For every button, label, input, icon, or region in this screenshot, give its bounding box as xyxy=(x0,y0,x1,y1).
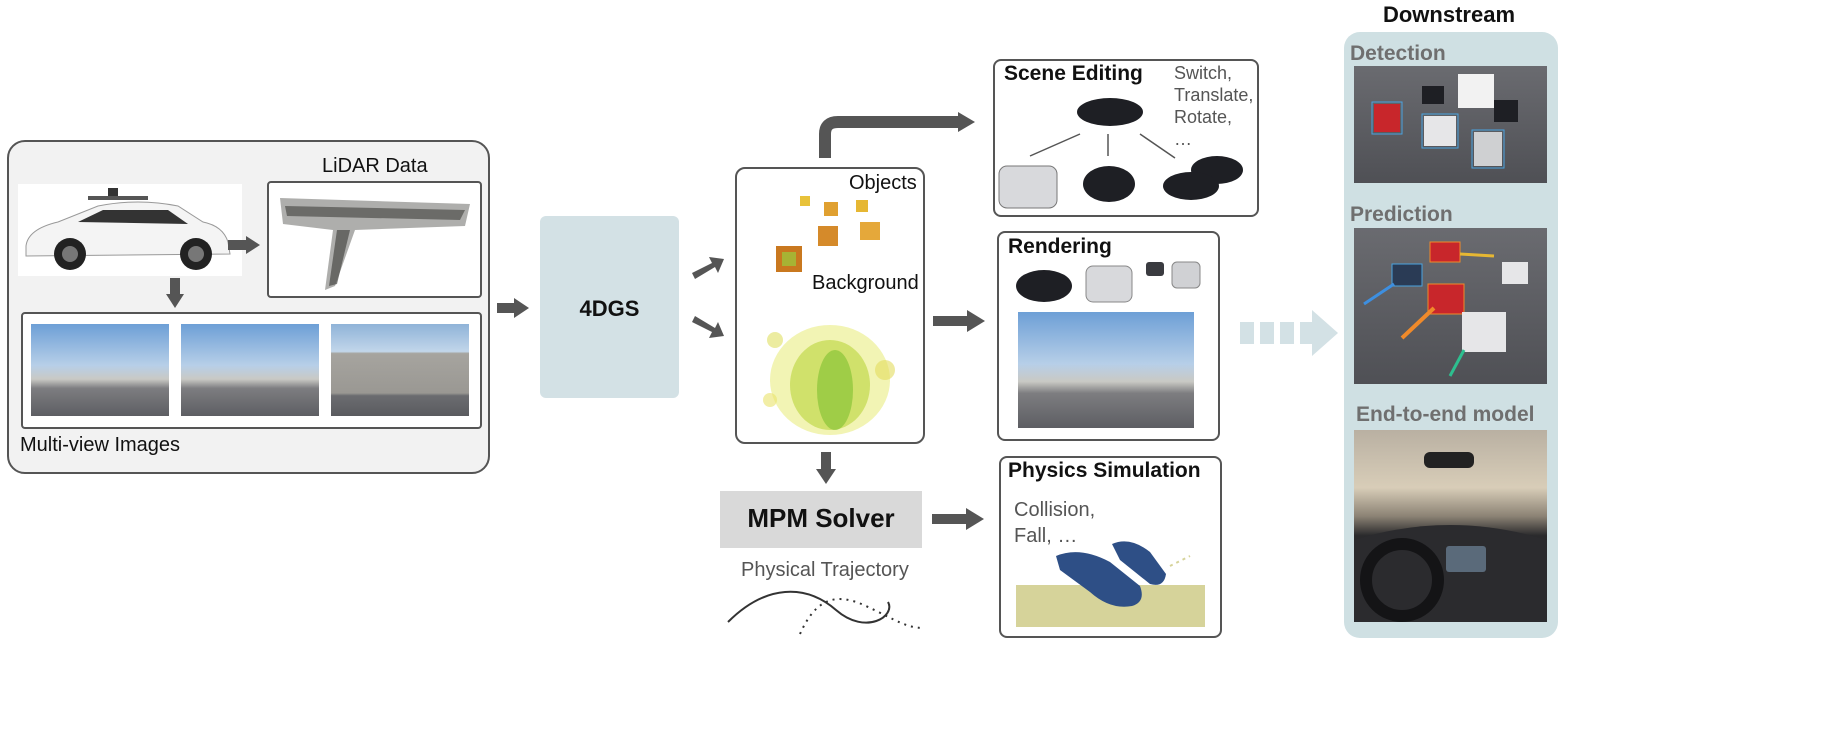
physics-title: Physics Simulation xyxy=(1008,459,1201,482)
task-prediction-label: Prediction xyxy=(1350,203,1453,226)
vehicle-photo xyxy=(18,184,242,276)
objects-label: Objects xyxy=(849,172,917,194)
end-to-end-image xyxy=(1354,430,1547,622)
to-scene-editing-arrow xyxy=(819,112,975,158)
detection-boxes xyxy=(1371,74,1518,169)
view-image-3 xyxy=(331,324,469,416)
rendering-title: Rendering xyxy=(1008,235,1112,258)
solver-label: MPM Solver xyxy=(747,503,895,533)
scene-editing-cars xyxy=(998,98,1243,209)
physics-blue-cars xyxy=(1056,541,1191,607)
solver-to-physics-arrow xyxy=(932,508,984,530)
background-gaussians xyxy=(763,325,895,435)
model-to-background-arrow xyxy=(692,316,724,338)
prediction-trajectories xyxy=(1363,241,1528,377)
background-label: Background xyxy=(812,272,919,294)
object-gaussians xyxy=(776,196,880,272)
scene-editing-ops: Switch, Translate, Rotate, … xyxy=(1174,63,1254,149)
multi-view-label: Multi-view Images xyxy=(20,434,181,456)
cockpit-view xyxy=(1354,452,1547,622)
rendered-view xyxy=(1018,312,1194,428)
task-detection-label: Detection xyxy=(1350,42,1446,65)
car-to-images-arrow xyxy=(166,278,184,308)
lidar-point-cloud xyxy=(280,198,470,290)
view-image-1 xyxy=(31,324,169,416)
trajectory-label: Physical Trajectory xyxy=(741,559,909,581)
car-to-lidar-arrow xyxy=(228,236,260,254)
task-end-to-end-label: End-to-end model xyxy=(1356,403,1535,426)
rendered-cars xyxy=(1016,261,1201,303)
model-to-objects-arrow xyxy=(692,257,724,279)
physics-events: Collision, Fall, … xyxy=(1014,499,1096,547)
to-downstream-arrow xyxy=(1240,310,1338,356)
downstream-title: Downstream xyxy=(1382,2,1516,27)
input-to-model-arrow xyxy=(497,298,529,318)
to-rendering-arrow xyxy=(933,310,985,332)
trajectory-curves xyxy=(727,590,925,635)
prediction-image xyxy=(1354,228,1547,384)
scene-editing-title: Scene Editing xyxy=(1004,62,1143,85)
to-solver-arrow xyxy=(816,452,836,484)
detection-image xyxy=(1354,66,1547,183)
vehicle-illustration xyxy=(25,188,231,270)
model-label: 4DGS xyxy=(579,296,640,321)
model-box xyxy=(540,216,679,398)
solver-box xyxy=(720,491,922,548)
view-image-2 xyxy=(181,324,319,416)
lidar-label: LiDAR Data xyxy=(322,155,428,177)
